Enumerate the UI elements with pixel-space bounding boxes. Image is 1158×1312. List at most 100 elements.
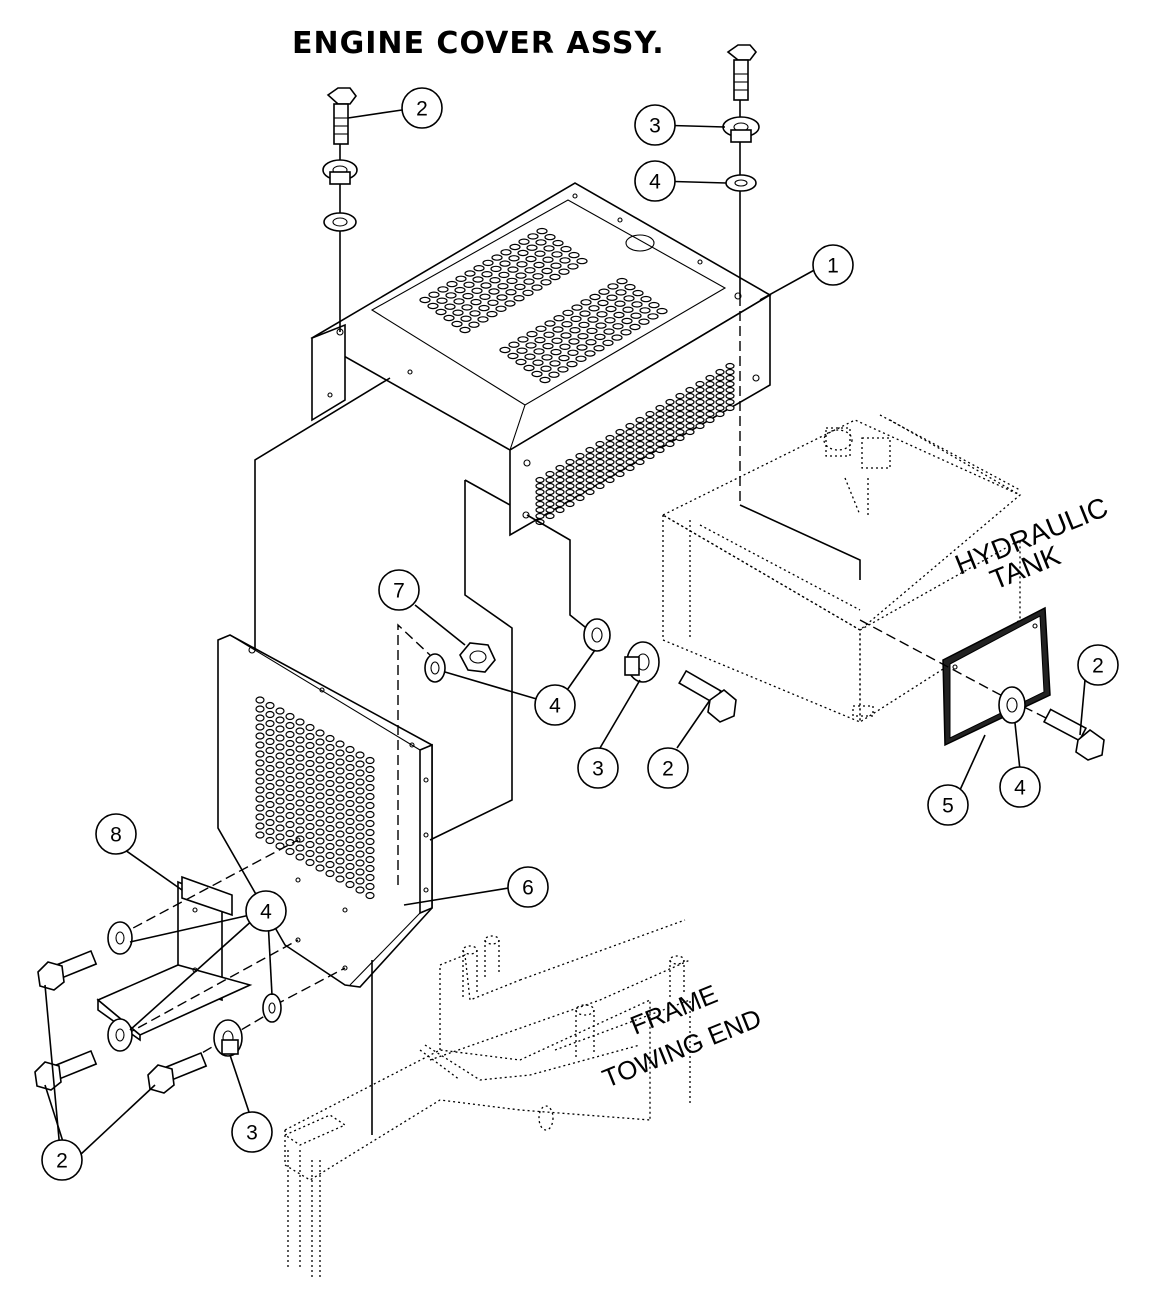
vent-slot: [576, 344, 588, 351]
vent-slot: [648, 301, 660, 309]
vent-slot: [335, 758, 345, 766]
vent-slot: [295, 853, 305, 861]
vent-slot: [500, 249, 512, 256]
vent-slot: [365, 792, 375, 801]
vent-slot: [265, 809, 275, 818]
vent-slot: [534, 250, 546, 257]
vent-slot: [685, 386, 695, 394]
vent-slot: [665, 428, 675, 436]
vent-slot: [508, 341, 520, 348]
vent-slot: [565, 476, 575, 484]
vent-slot: [275, 779, 285, 787]
vent-slot: [656, 307, 668, 315]
vent-slot: [525, 255, 537, 263]
vent-slot: [479, 293, 491, 300]
vent-slot: [315, 810, 325, 818]
vent-slot: [604, 317, 616, 324]
vent-slot: [437, 286, 449, 293]
vent-slot: [285, 784, 295, 793]
vent-slot: [488, 288, 500, 295]
vent-slot: [480, 282, 492, 289]
vent-slot: [705, 416, 715, 424]
vent-slot: [526, 330, 538, 338]
vent-slot: [325, 734, 335, 743]
frame-label: FRAME TOWING END: [598, 979, 765, 1094]
vent-slot: [305, 750, 315, 759]
vent-slot: [325, 815, 335, 824]
vent-slot: [325, 797, 335, 806]
vent-slot: [622, 306, 634, 313]
vent-slot: [305, 849, 315, 858]
vent-slot: [635, 434, 645, 442]
vent-slot: [555, 488, 565, 496]
vent-slot: [545, 488, 555, 496]
vent-slot: [265, 719, 275, 728]
vent-slot: [285, 721, 295, 730]
frame-towing-end: [283, 919, 691, 1280]
vent-slot: [345, 871, 355, 880]
vent-slot: [315, 864, 325, 872]
vent-slot: [616, 277, 628, 285]
svg-text:4: 4: [260, 901, 272, 924]
vent-slot: [345, 844, 355, 853]
vent-slot: [551, 337, 563, 344]
vent-slot: [535, 506, 545, 514]
vent-slot: [365, 765, 375, 774]
callout-2-front: 2: [647, 747, 689, 789]
svg-text:2: 2: [56, 1150, 68, 1173]
vent-slot: [625, 434, 635, 442]
vent-slot: [335, 821, 345, 829]
vent-slot: [542, 256, 554, 263]
vent-slot: [535, 482, 545, 490]
vent-slot: [623, 295, 635, 302]
vent-slot: [470, 298, 482, 306]
vent-slot: [491, 254, 503, 261]
vent-slot: [685, 404, 695, 412]
vent-slot: [568, 251, 580, 259]
vent-slot: [335, 776, 345, 784]
vent-slot: [295, 745, 305, 753]
vent-slot: [695, 398, 705, 406]
vent-slot: [555, 500, 565, 508]
vent-slot: [471, 287, 483, 294]
vent-slot: [675, 434, 685, 442]
callout-4-right: 4: [999, 766, 1041, 808]
vent-slot: [504, 300, 516, 307]
vent-slot: [355, 877, 365, 885]
vent-slot: [517, 249, 529, 257]
vent-slot: [615, 440, 625, 448]
vent-slot: [540, 365, 552, 372]
vent-slot: [552, 326, 564, 333]
vent-slot: [531, 284, 543, 291]
vent-slot: [725, 362, 735, 370]
vent-slot: [593, 345, 605, 352]
svg-text:8: 8: [110, 824, 122, 847]
vent-slot: [255, 831, 265, 839]
vent-slot: [275, 734, 285, 742]
vent-slot: [551, 251, 563, 258]
vent-slot: [345, 781, 355, 790]
callout-2-top-left: 2: [401, 87, 443, 129]
vent-slot: [539, 376, 551, 384]
vent-slot: [535, 325, 547, 332]
vent-slot: [325, 779, 335, 788]
vent-slot: [645, 410, 655, 418]
vent-slot: [305, 741, 315, 750]
vent-slot: [325, 860, 335, 869]
vent-slot: [265, 764, 275, 773]
vent-slot: [559, 257, 571, 264]
vent-slot: [715, 380, 725, 388]
vent-slot: [355, 787, 365, 795]
vent-slot: [553, 315, 565, 322]
vent-slot: [570, 315, 582, 323]
vent-slot: [603, 328, 615, 335]
vent-slot: [605, 434, 615, 442]
vent-slot: [560, 245, 572, 253]
vent-slot: [585, 446, 595, 454]
vent-slot: [305, 723, 315, 732]
vent-slot: [615, 470, 625, 478]
vent-slot: [615, 434, 625, 442]
vent-slot: [611, 334, 623, 341]
vent-slot: [285, 802, 295, 811]
vent-slot: [315, 783, 325, 791]
